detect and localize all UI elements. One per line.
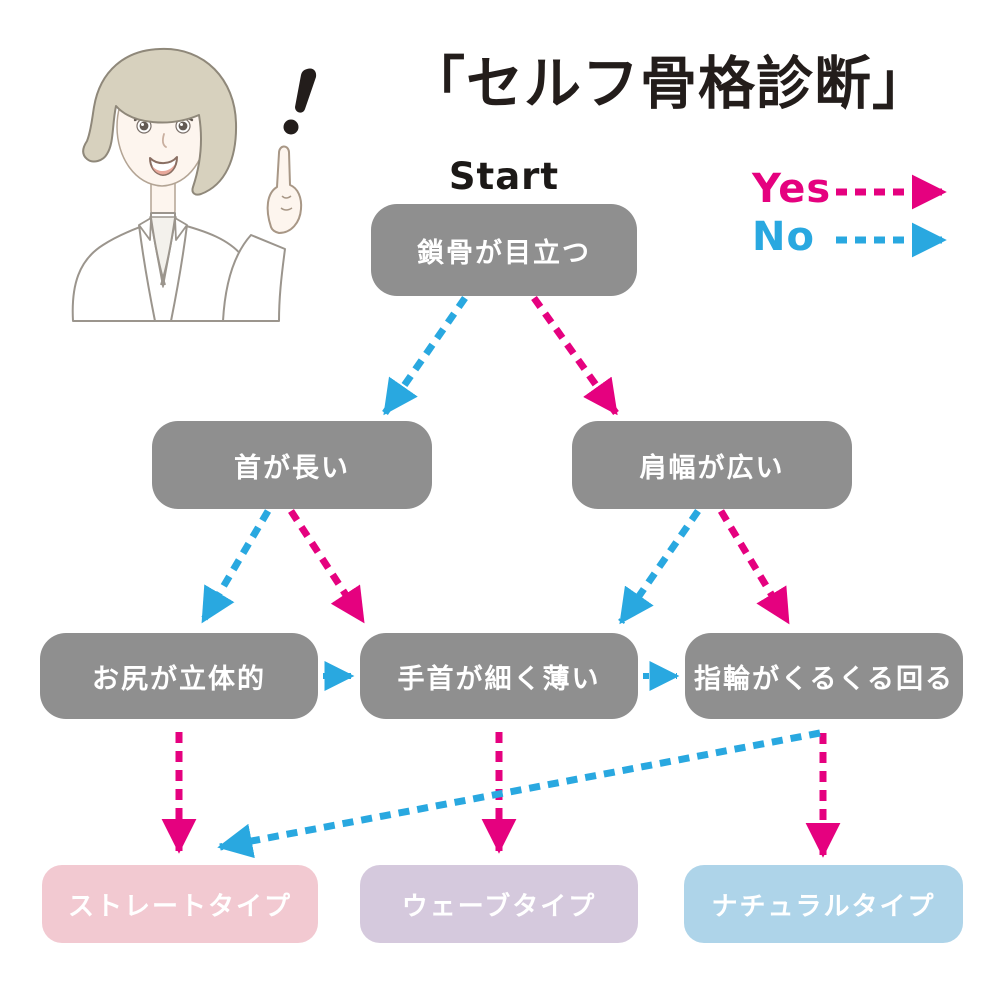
- edge-q_shoulder-to-q_ring: [718, 509, 791, 625]
- woman-hair: [82, 47, 238, 196]
- node-thin-wrists: 手首が細く薄い: [360, 633, 638, 719]
- legend-yes-label: Yes: [752, 166, 832, 212]
- result-natural-type: ナチュラルタイプ: [684, 865, 963, 943]
- edge-q_collarbone-to-q_neck: [382, 296, 468, 416]
- woman-illustration: [71, 47, 317, 322]
- edge-q_collarbone-to-q_shoulder: [531, 295, 619, 416]
- node-ring-spins: 指輪がくるくる回る: [685, 633, 963, 719]
- edge-q_ring-to-r_straight: [217, 729, 821, 859]
- result-wave-type: ウェーブタイプ: [360, 865, 638, 943]
- start-label: Start: [448, 155, 560, 198]
- result-straight-type: ストレートタイプ: [42, 865, 318, 943]
- node-broad-shoulders: 肩幅が広い: [572, 421, 852, 509]
- node-long-neck: 首が長い: [152, 421, 432, 509]
- legend-no-label: No: [752, 214, 815, 260]
- page-title: 「セルフ骨格診断」: [408, 51, 930, 117]
- exclamation-icon: [283, 68, 317, 135]
- edge-q_shoulder-to-q_wrist: [618, 509, 701, 625]
- node-rounded-hips: お尻が立体的: [40, 633, 318, 719]
- woman-body: [71, 145, 303, 322]
- node-collarbone-stands-out: 鎖骨が目立つ: [371, 204, 637, 296]
- edge-q_neck-to-q_wrist: [288, 509, 366, 624]
- edge-q_neck-to-q_hip: [199, 509, 272, 624]
